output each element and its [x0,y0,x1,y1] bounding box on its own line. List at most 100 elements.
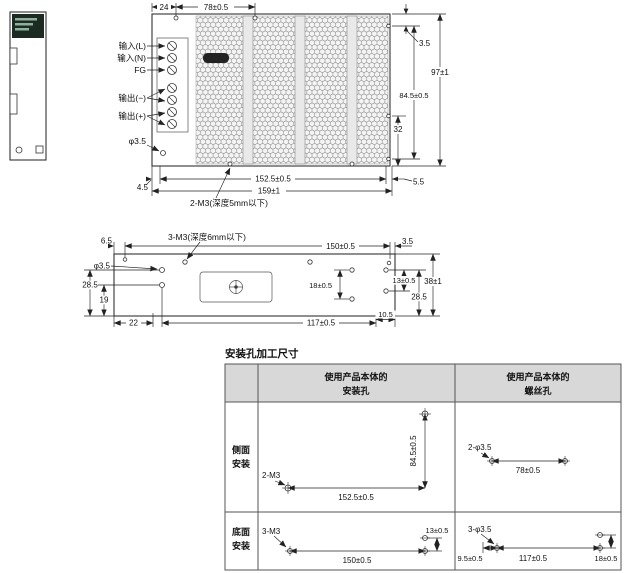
side-hole-mark [386,113,391,119]
dim-label: 6.5 [101,237,113,246]
dim-5-5: 5.5 [392,176,425,187]
dim-label: 150±0.5 [343,556,372,565]
output-connector [9,93,18,115]
dim-19: 19 [96,284,159,317]
dim-label: 4.5 [137,183,149,192]
dim-label: 152.5±0.5 [255,175,291,184]
input-connector [9,47,18,65]
dim-label: 150±0.5 [326,242,355,251]
cell-bottom-screw-holes: 3-φ3.5 9.5±0.5 117±0.5 18±0.5 [458,525,618,563]
terminal-cover [156,37,189,133]
dim-28-5-left: 28.5 [79,269,159,317]
header-mounting-holes-line2: 安装孔 [342,385,369,396]
label-fg: FG [134,65,146,75]
dim-18: 18±0.5 [309,269,349,300]
callout-2-m3: 2-M3(深度5mm以下) [190,167,268,208]
top-mount-hole [252,15,258,21]
dim-label: 3.5 [419,39,431,48]
cell-bottom-mounting-holes: 3-M3 150±0.5 13±0.5 [262,526,448,565]
front-corner-hole [160,150,166,156]
label-input-n: 输入(N) [117,53,146,63]
dim-22: 22 [113,313,154,328]
dim-150: 150±0.5 [124,241,391,259]
label-text-line [15,23,33,26]
terminal-block [156,37,189,133]
dim-label: 117±0.5 [307,319,336,328]
row-bottom-mount-line2: 安装 [232,540,251,551]
row-side-mount-line2: 安装 [232,458,251,469]
dim-label: 78±0.5 [204,3,229,12]
side-view-drawing [9,11,47,161]
callout-label: 3-M3 [262,527,281,536]
vent-honeycomb [195,15,389,165]
table-header-bg [225,364,621,402]
label-output-neg: 输出(−) [118,93,146,103]
dim-label: 18±0.5 [595,554,618,563]
dim-phi-3-5: φ3.5 [94,262,158,272]
dim-label: 84.5±0.5 [399,91,428,100]
side-foot [35,145,44,154]
model-label [203,53,229,63]
header-screw-holes-line2: 螺丝孔 [524,385,551,396]
table-title: 安装孔加工尺寸 [225,347,299,360]
front-view-drawing: 输入(L) 输入(N) FG 输出(−) 输出(+) φ3.5 24 [117,2,454,208]
dim-label: 24 [160,3,169,12]
mounting-table: 安装孔加工尺寸 使用产品本体的 安装孔 使用产品本体的 螺丝孔 侧面 安装 底面… [224,347,622,571]
dim-label: 9.5±0.5 [458,554,483,563]
vent-divider [294,15,306,165]
dim-38: 38±1 [395,253,446,317]
label-output-pos: 输出(+) [118,111,146,121]
side-hole-mark [386,156,391,162]
dim-label: 159±1 [258,187,281,196]
callout-label: 2-M3 [262,471,281,480]
side-screw-hole [15,146,23,154]
dim-3-5-top: 3.5 [394,237,414,254]
bottom-holes [122,257,392,302]
cell-side-mounting-holes: 2-M3 152.5±0.5 84.5±0.5 [262,408,431,502]
dim-3-5-right: 3.5 [392,4,446,48]
cell-side-screw-holes: 2-φ3.5 78±0.5 [468,443,570,475]
dim-label: 5.5 [413,178,425,187]
dim-4-5: 4.5 [137,176,166,192]
dim-label: 152.5±0.5 [338,493,374,502]
vent-divider [346,15,358,165]
label-text-line [15,28,29,31]
bottom-m3-hole [349,161,355,167]
dim-label: 38±1 [424,277,442,286]
callout-label: 3-M3(深度6mm以下) [168,232,246,242]
terminal-screws [167,41,177,129]
dim-label: 84.5±0.5 [409,435,418,467]
dim-97: 97±1 [392,13,454,167]
dim-label: 32 [394,125,403,134]
front-terminal-labels: 输入(L) 输入(N) FG 输出(−) 输出(+) φ3.5 [117,41,166,152]
dim-label: 13±0.5 [426,526,449,535]
callout-label: 2-M3(深度5mm以下) [190,198,268,208]
bottom-m3-hole [227,161,233,167]
dim-159: 159±1 [151,166,393,196]
label-input-l: 输入(L) [119,41,147,51]
dim-label: 19 [100,296,109,305]
dim-152-5: 152.5±0.5 [159,166,387,184]
label-text-line [15,18,37,21]
dim-label: 78±0.5 [516,466,541,475]
dim-10-5: 10.5 [375,310,396,327]
header-screw-holes-line1: 使用产品本体的 [505,371,569,382]
dim-label: 97±1 [431,68,449,77]
bottom-label-plate [199,271,273,303]
dim-label: 28.5 [411,293,427,302]
dim-label: 18±0.5 [309,281,332,290]
product-label [12,14,44,38]
side-hole-mark [386,23,391,29]
row-side-mount-line1: 侧面 [232,444,250,455]
top-mount-hole [173,15,179,21]
dim-label: φ3.5 [94,262,111,271]
callout-label: 3-φ3.5 [468,525,492,534]
header-mounting-holes-line1: 使用产品本体的 [323,371,387,382]
row-bottom-mount-line1: 底面 [232,526,250,537]
callout-label: 2-φ3.5 [468,443,492,452]
table-border [224,363,622,571]
dim-label: 117±0.5 [519,554,548,563]
label-hole-dia: φ3.5 [129,136,147,146]
